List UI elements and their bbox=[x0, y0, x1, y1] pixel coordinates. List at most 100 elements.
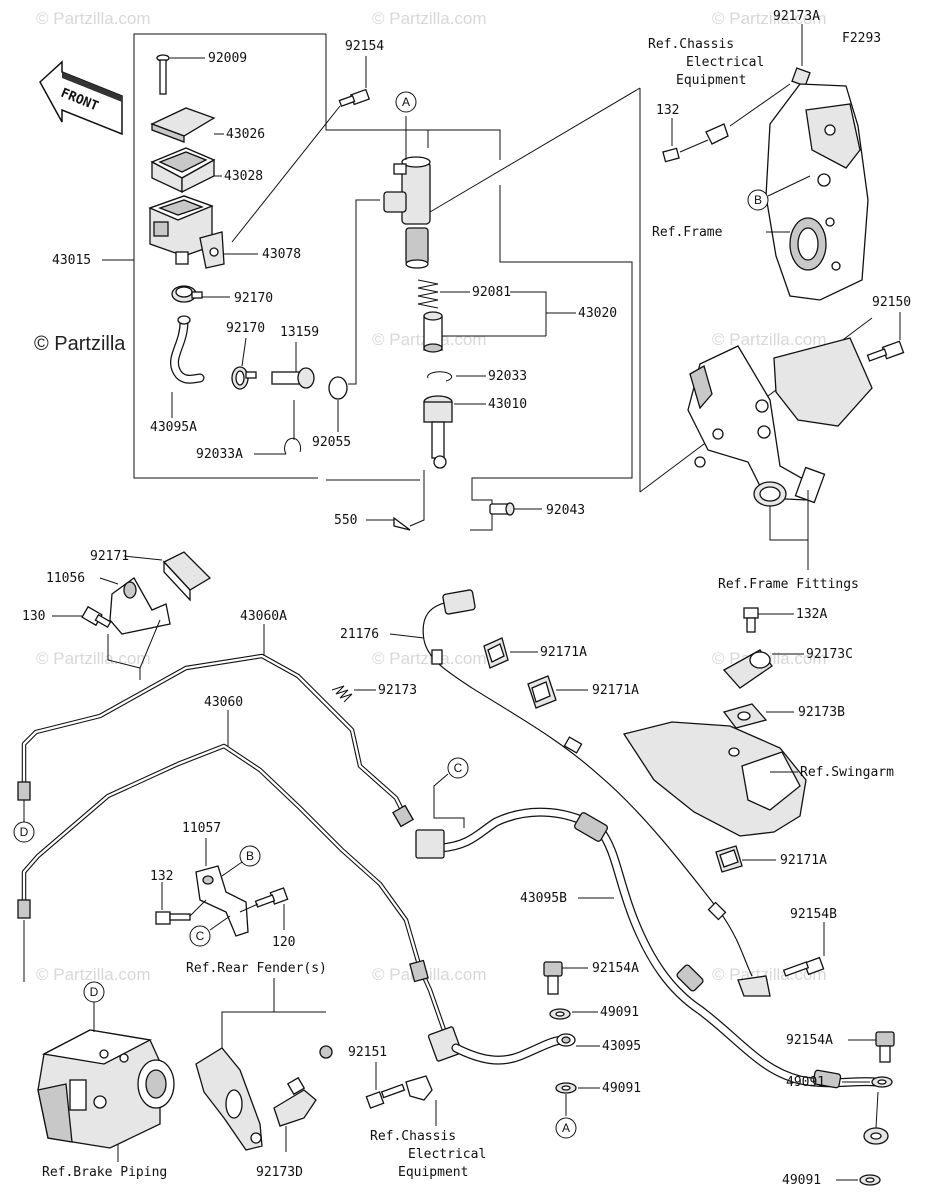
part-label-92171A-1: 92171A bbox=[540, 645, 587, 660]
bolt-132-mid bbox=[155, 882, 207, 925]
part-label-21176: 21176 bbox=[340, 627, 379, 642]
bolt-92151 bbox=[365, 1062, 437, 1126]
clamp-92171 bbox=[123, 551, 212, 602]
bolt-120 bbox=[239, 887, 289, 930]
frame-fittings-bracket bbox=[687, 337, 873, 570]
bolt-92154B bbox=[782, 922, 825, 977]
part-label-92173A: 92173A bbox=[773, 9, 820, 24]
callout-b-bottom: B bbox=[221, 845, 261, 877]
part-label-132-mid: 132 bbox=[150, 869, 173, 884]
reservoir-body-43078 bbox=[148, 195, 258, 269]
part-label-11057: 11057 bbox=[182, 821, 221, 836]
junction-block bbox=[427, 1026, 600, 1065]
svg-text:Electrical: Electrical bbox=[408, 1147, 486, 1162]
part-label-120: 120 bbox=[272, 935, 295, 950]
washer-49091-2 bbox=[555, 1082, 600, 1116]
bolt-92150 bbox=[866, 312, 905, 362]
sensor-cable-21176 bbox=[389, 589, 771, 997]
fitting-13159 bbox=[271, 342, 315, 389]
part-label-92009: 92009 bbox=[208, 51, 247, 66]
ref-rear-fender: Ref.Rear Fender(s) bbox=[186, 961, 327, 976]
clamp-92173A bbox=[705, 24, 811, 145]
brake-hose-43095B bbox=[415, 807, 881, 1089]
watermark: © Partzilla.com bbox=[372, 9, 487, 28]
part-label-43028: 43028 bbox=[224, 169, 263, 184]
piston bbox=[423, 291, 576, 353]
part-label-92170: 92170 bbox=[234, 291, 273, 306]
hose-clamp-92170 bbox=[171, 285, 230, 303]
circlip-92033A bbox=[254, 400, 302, 455]
spring-92081 bbox=[417, 279, 470, 309]
part-label-43026: 43026 bbox=[226, 127, 265, 142]
watermark: © Partzilla.com bbox=[36, 965, 151, 984]
part-label-49091-1: 49091 bbox=[600, 1005, 639, 1020]
svg-text:Equipment: Equipment bbox=[676, 73, 746, 88]
watermark: © Partzilla.com bbox=[36, 9, 151, 28]
chassis-electrical-ref-bottom: Ref.Chassis Electrical Equipment bbox=[370, 1129, 486, 1180]
banjo-bolt-92154A bbox=[543, 961, 588, 995]
master-cylinder-bracket bbox=[133, 33, 633, 531]
front-arrow-icon: FRONT bbox=[39, 60, 123, 136]
abs-unit-part bbox=[37, 1002, 175, 1162]
o-ring-92055 bbox=[328, 199, 380, 432]
ref-frame-fittings: Ref.Frame Fittings bbox=[718, 577, 859, 592]
part-label-49091-3: 49091 bbox=[786, 1075, 825, 1090]
watermark-bold: © Partzilla bbox=[34, 333, 126, 355]
bolt-92154 bbox=[231, 56, 371, 243]
reservoir-cap-43026 bbox=[150, 107, 224, 143]
svg-text:C: C bbox=[454, 761, 463, 775]
callout-d-bottom: D bbox=[83, 981, 105, 1003]
hose-clamp-92170-2 bbox=[231, 337, 257, 390]
part-label-43020: 43020 bbox=[578, 306, 617, 321]
watermark: © Partzilla.com bbox=[712, 9, 827, 28]
svg-text:B: B bbox=[246, 849, 254, 863]
part-label-49091-4: 49091 bbox=[782, 1173, 821, 1188]
cotter-pin-550 bbox=[366, 470, 425, 531]
part-label-43095A: 43095A bbox=[150, 420, 197, 435]
watermark: © Partzilla.com bbox=[712, 330, 827, 349]
part-label-92151: 92151 bbox=[348, 1045, 387, 1060]
part-label-550: 550 bbox=[334, 513, 357, 528]
callout-a: A bbox=[395, 91, 417, 113]
washer-49091-3 bbox=[842, 1076, 893, 1088]
part-label-92081: 92081 bbox=[472, 285, 511, 300]
svg-text:A: A bbox=[562, 1121, 570, 1135]
part-label-92154: 92154 bbox=[345, 39, 384, 54]
part-label-92055: 92055 bbox=[312, 435, 351, 450]
ref-brake-piping: Ref.Brake Piping bbox=[42, 1165, 167, 1180]
svg-text:Equipment: Equipment bbox=[398, 1165, 468, 1180]
clamp-92171A-1 bbox=[483, 637, 538, 669]
part-label-92033: 92033 bbox=[488, 369, 527, 384]
part-label-92154B: 92154B bbox=[790, 907, 837, 922]
part-label-92154A-1: 92154A bbox=[592, 961, 639, 976]
frame-part bbox=[765, 83, 869, 301]
ref-frame: Ref.Frame bbox=[652, 225, 723, 240]
part-label-130: 130 bbox=[22, 609, 45, 624]
pin-92043 bbox=[489, 502, 542, 516]
reservoir-hose-43095A bbox=[170, 315, 205, 418]
clamp-92173B bbox=[722, 703, 794, 729]
part-label-92033A: 92033A bbox=[196, 447, 243, 462]
watermark: © Partzilla.com bbox=[372, 649, 487, 668]
bracket-11057 bbox=[195, 838, 249, 937]
bolt-130 bbox=[52, 605, 112, 628]
clamp-92171A-3 bbox=[715, 845, 776, 873]
part-label-92171: 92171 bbox=[90, 549, 129, 564]
part-label-132A: 132A bbox=[796, 607, 827, 622]
svg-text:Ref.Chassis: Ref.Chassis bbox=[648, 37, 734, 52]
washer-49091-1 bbox=[549, 1008, 598, 1020]
svg-text:D: D bbox=[20, 825, 29, 839]
screw-92009 bbox=[156, 54, 205, 95]
part-label-92170-2: 92170 bbox=[226, 321, 265, 336]
part-label-43078: 43078 bbox=[262, 247, 301, 262]
master-cylinder-body-43020 bbox=[383, 116, 431, 269]
part-label-92171A-3: 92171A bbox=[780, 853, 827, 868]
callout-c-top: C bbox=[433, 757, 469, 828]
clamp-92173C bbox=[722, 649, 804, 689]
push-rod-43010 bbox=[423, 395, 486, 469]
part-label-11056: 11056 bbox=[46, 571, 85, 586]
bolt-132A bbox=[743, 607, 794, 633]
part-label-49091-2: 49091 bbox=[602, 1081, 641, 1096]
diaphragm-43028 bbox=[150, 147, 222, 194]
svg-text:A: A bbox=[402, 95, 410, 109]
